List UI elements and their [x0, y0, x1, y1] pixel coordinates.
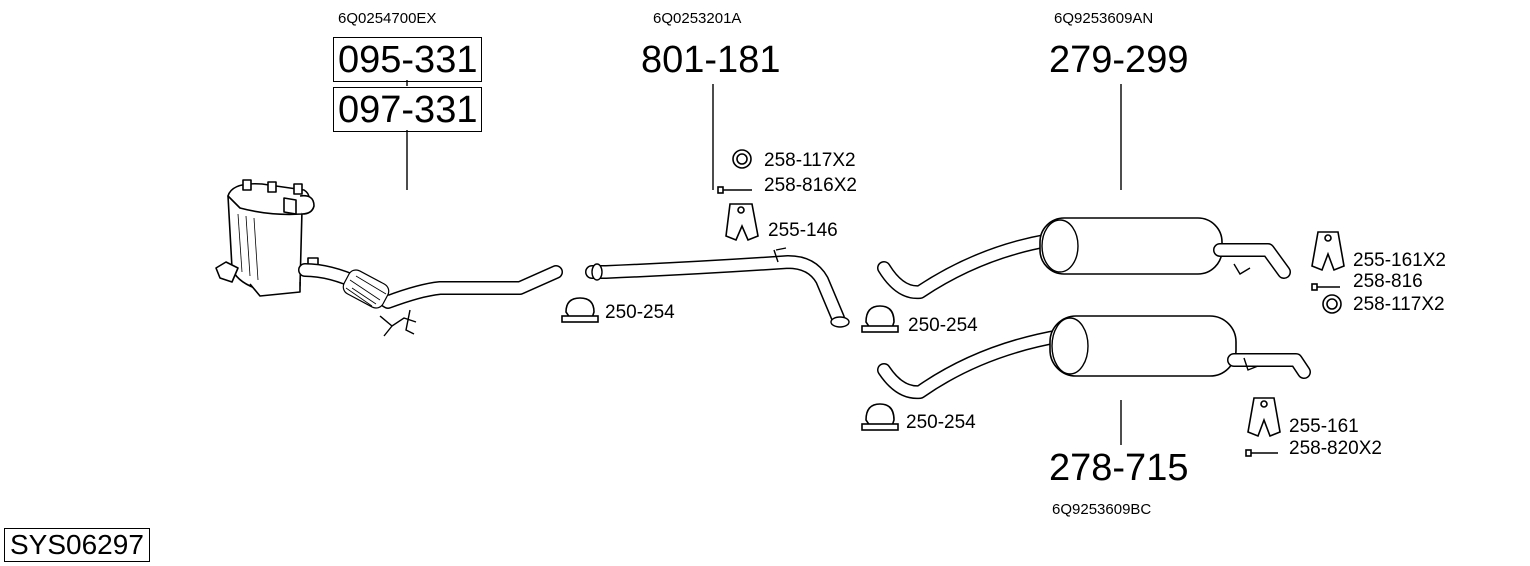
- bolt-icon: [1245, 449, 1278, 457]
- fitting-label-hanger-mid[interactable]: 255-146: [768, 220, 838, 241]
- front-pipe-icon: [298, 263, 563, 337]
- fitting-label-hanger-r2[interactable]: 255-161: [1289, 416, 1359, 437]
- rubber-hanger-icon: [725, 203, 759, 242]
- diagram-id-box: SYS06297: [4, 528, 150, 562]
- leader-lines: [406, 80, 1122, 445]
- fitting-label-bolt-r2[interactable]: 258-820X2: [1289, 438, 1382, 459]
- oe-number-cat: 6Q0254700EX: [338, 10, 437, 27]
- catalytic-converter-icon: [215, 179, 319, 297]
- part-number-rear-2[interactable]: 278-715: [1049, 447, 1189, 489]
- part-number-rear-1[interactable]: 279-299: [1049, 39, 1189, 81]
- bolt-icon: [717, 186, 752, 194]
- pipe-clamp-icon: [861, 403, 899, 431]
- middle-pipe-icon: [585, 247, 850, 328]
- part-number-box-2[interactable]: 097-331: [333, 87, 483, 132]
- fitting-label-bolt-r1[interactable]: 258-816: [1353, 271, 1423, 292]
- rubber-hanger-icon: [1247, 397, 1281, 438]
- fitting-label-clamp-1[interactable]: 250-254: [605, 302, 675, 323]
- oe-number-rear-2: 6Q9253609BC: [1052, 501, 1152, 518]
- oe-number-rear-1: 6Q9253609AN: [1054, 10, 1154, 27]
- fitting-label-hanger-r1[interactable]: 255-161X2: [1353, 250, 1446, 271]
- pipe-clamp-icon: [561, 297, 599, 323]
- part-number-middle[interactable]: 801-181: [641, 39, 781, 81]
- fitting-label-ring-r1[interactable]: 258-117X2: [1353, 294, 1445, 315]
- pipe-clamp-icon: [861, 305, 899, 333]
- clamp-icons: [561, 297, 899, 431]
- part-number-box-1[interactable]: 095-331: [333, 37, 483, 82]
- sealing-ring-icon: [1322, 294, 1342, 314]
- fitting-label-clamp-2[interactable]: 250-254: [908, 315, 978, 336]
- sealing-ring-icon: [732, 149, 752, 169]
- fitting-label-clamp-3[interactable]: 250-254: [906, 412, 976, 433]
- rear-silencer-icon-2: [877, 315, 1311, 400]
- rubber-hanger-icon: [1311, 231, 1345, 272]
- bolt-icon: [1311, 283, 1340, 291]
- fitting-label-ring-mid[interactable]: 258-117X2: [764, 150, 856, 171]
- oe-number-middle: 6Q0253201A: [653, 10, 742, 27]
- fitting-label-bolt-mid[interactable]: 258-816X2: [764, 175, 857, 196]
- rear-silencer-icon-1: [877, 217, 1291, 300]
